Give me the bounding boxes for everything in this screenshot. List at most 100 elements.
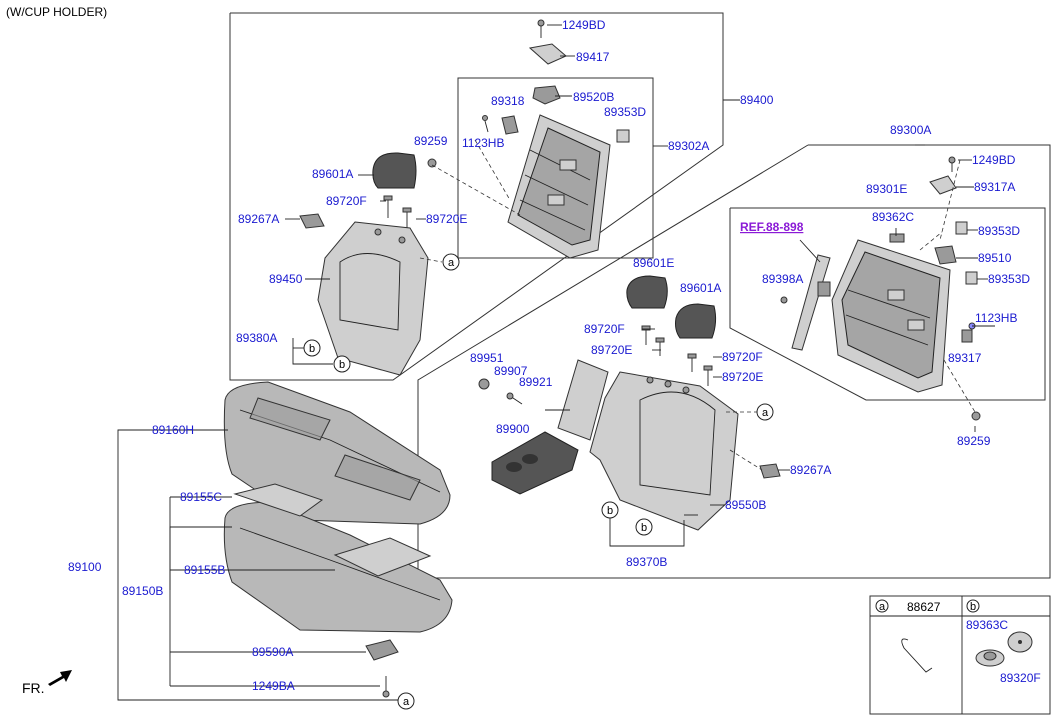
seatback-cover-left	[317, 221, 429, 376]
seat-belt-89398A	[791, 254, 831, 351]
label-89720E-mid-2: 89720E	[722, 370, 763, 384]
label-89302A: 89302A	[668, 139, 709, 153]
front-arrow-icon	[48, 670, 72, 686]
label-89160H: 89160H	[152, 423, 194, 437]
label-89601A-left: 89601A	[312, 167, 353, 181]
screw-1249BA	[382, 676, 390, 698]
svg-text:b: b	[309, 343, 315, 355]
svg-text:b: b	[607, 505, 613, 517]
guide-89720E-mid-1	[655, 337, 665, 356]
label-1249BD-top: 1249BD	[562, 18, 606, 32]
grommet-89259-right	[971, 411, 981, 421]
label-89720F-left: 89720F	[326, 194, 367, 208]
label-89353D-right-2: 89353D	[988, 272, 1030, 286]
callout-a-left: a	[442, 253, 460, 271]
guide-89720E-mid-2	[703, 365, 713, 386]
cover-89317A	[929, 175, 957, 195]
label-1249BD-right: 1249BD	[972, 153, 1016, 167]
escutcheon-89267A-left	[299, 213, 325, 229]
legend-a-part: 88627	[907, 600, 941, 614]
fastener-89363C-icon	[975, 649, 1005, 667]
bracket-89318	[501, 115, 519, 135]
escutcheon-89267A-mid	[759, 463, 781, 479]
label-89267A-left: 89267A	[238, 212, 279, 226]
callout-a-mid: a	[756, 403, 774, 421]
label-89398A: 89398A	[762, 272, 803, 286]
bolt-1123HB-left	[482, 115, 489, 133]
label-89100: 89100	[68, 560, 102, 574]
screw-89398A	[780, 296, 788, 304]
label-89907: 89907	[494, 364, 528, 378]
label-89370B: 89370B	[626, 555, 667, 569]
label-1123HB-left: 1123HB	[462, 136, 504, 150]
svg-text:b: b	[641, 522, 647, 534]
screw-1249BD-right	[948, 156, 956, 172]
legend-b-letter: b	[970, 601, 976, 613]
label-89267A-mid: 89267A	[790, 463, 831, 477]
assembly-dash-lines	[419, 139, 976, 471]
label-89353D-left: 89353D	[604, 105, 646, 119]
svg-text:a: a	[762, 407, 769, 419]
callout-a-bottom: a	[397, 692, 415, 710]
clip-89353D-right-1	[955, 221, 968, 235]
group-box-89301E	[729, 207, 1046, 401]
front-label: FR.	[22, 680, 45, 696]
ring-89951	[478, 378, 490, 390]
diagram-title: (W/CUP HOLDER)	[6, 5, 107, 19]
label-89720F-mid-1: 89720F	[584, 322, 625, 336]
cover-89417	[528, 43, 567, 65]
front-indicator: FR.	[22, 670, 72, 696]
seatback-frame-left	[507, 114, 611, 259]
label-89155C: 89155C	[180, 490, 222, 504]
label-89900: 89900	[496, 422, 530, 436]
group-box-89300A	[417, 144, 1051, 579]
group-box-89302A	[457, 77, 654, 259]
seatback-frame-right	[831, 239, 951, 393]
label-89150B: 89150B	[122, 584, 163, 598]
headrest-89601E	[626, 275, 668, 309]
bolt-1123HB-right	[968, 322, 995, 330]
clip-89353D-right-2	[965, 271, 978, 285]
label-89921: 89921	[519, 375, 553, 389]
label-89550B: 89550B	[725, 498, 766, 512]
label-89380A: 89380A	[236, 331, 277, 345]
label-89300A: 89300A	[890, 123, 931, 137]
headrest-89601A-left	[372, 152, 417, 189]
label-89720F-mid-2: 89720F	[722, 350, 763, 364]
legend-table: a 88627 b 89363C 89320F	[869, 595, 1051, 715]
label-89720E-mid-1: 89720E	[591, 343, 632, 357]
pad-89155C	[233, 483, 324, 517]
label-1249BA: 1249BA	[252, 679, 295, 693]
armrest-89900	[491, 431, 579, 495]
label-89317A: 89317A	[974, 180, 1015, 194]
clip-89353D-left	[616, 129, 630, 143]
module-89590A	[365, 639, 399, 661]
label-89417: 89417	[576, 50, 610, 64]
grommet-89259-left	[427, 158, 437, 168]
guide-89720E-left	[402, 207, 412, 230]
label-89590A: 89590A	[252, 645, 293, 659]
guide-89720F-left	[383, 195, 393, 218]
screw-1249BD-top	[537, 19, 545, 38]
legend-a-letter: a	[879, 601, 886, 613]
label-89450: 89450	[269, 272, 303, 286]
label-89510: 89510	[978, 251, 1012, 265]
callout-b-mid-1: b	[601, 501, 619, 519]
callout-b-left-2: b	[333, 355, 351, 373]
clip-88627-icon	[901, 638, 933, 673]
leader-lines	[117, 24, 988, 701]
label-89318: 89318	[491, 94, 525, 108]
label-89951: 89951	[470, 351, 504, 365]
label-89155B: 89155B	[184, 563, 225, 577]
bracket-89520B	[532, 85, 561, 105]
clip-89362C	[889, 233, 905, 243]
callout-b-left-1: b	[303, 339, 321, 357]
svg-text:a: a	[448, 257, 455, 269]
label-ref-88-898[interactable]: REF.88-898	[740, 220, 804, 234]
label-89317: 89317	[948, 351, 982, 365]
legend-b-part2: 89320F	[1000, 671, 1041, 685]
headrest-89601A-mid	[675, 303, 717, 339]
seatback-cover-right	[589, 371, 739, 531]
legend-b-part1: 89363C	[966, 618, 1008, 632]
